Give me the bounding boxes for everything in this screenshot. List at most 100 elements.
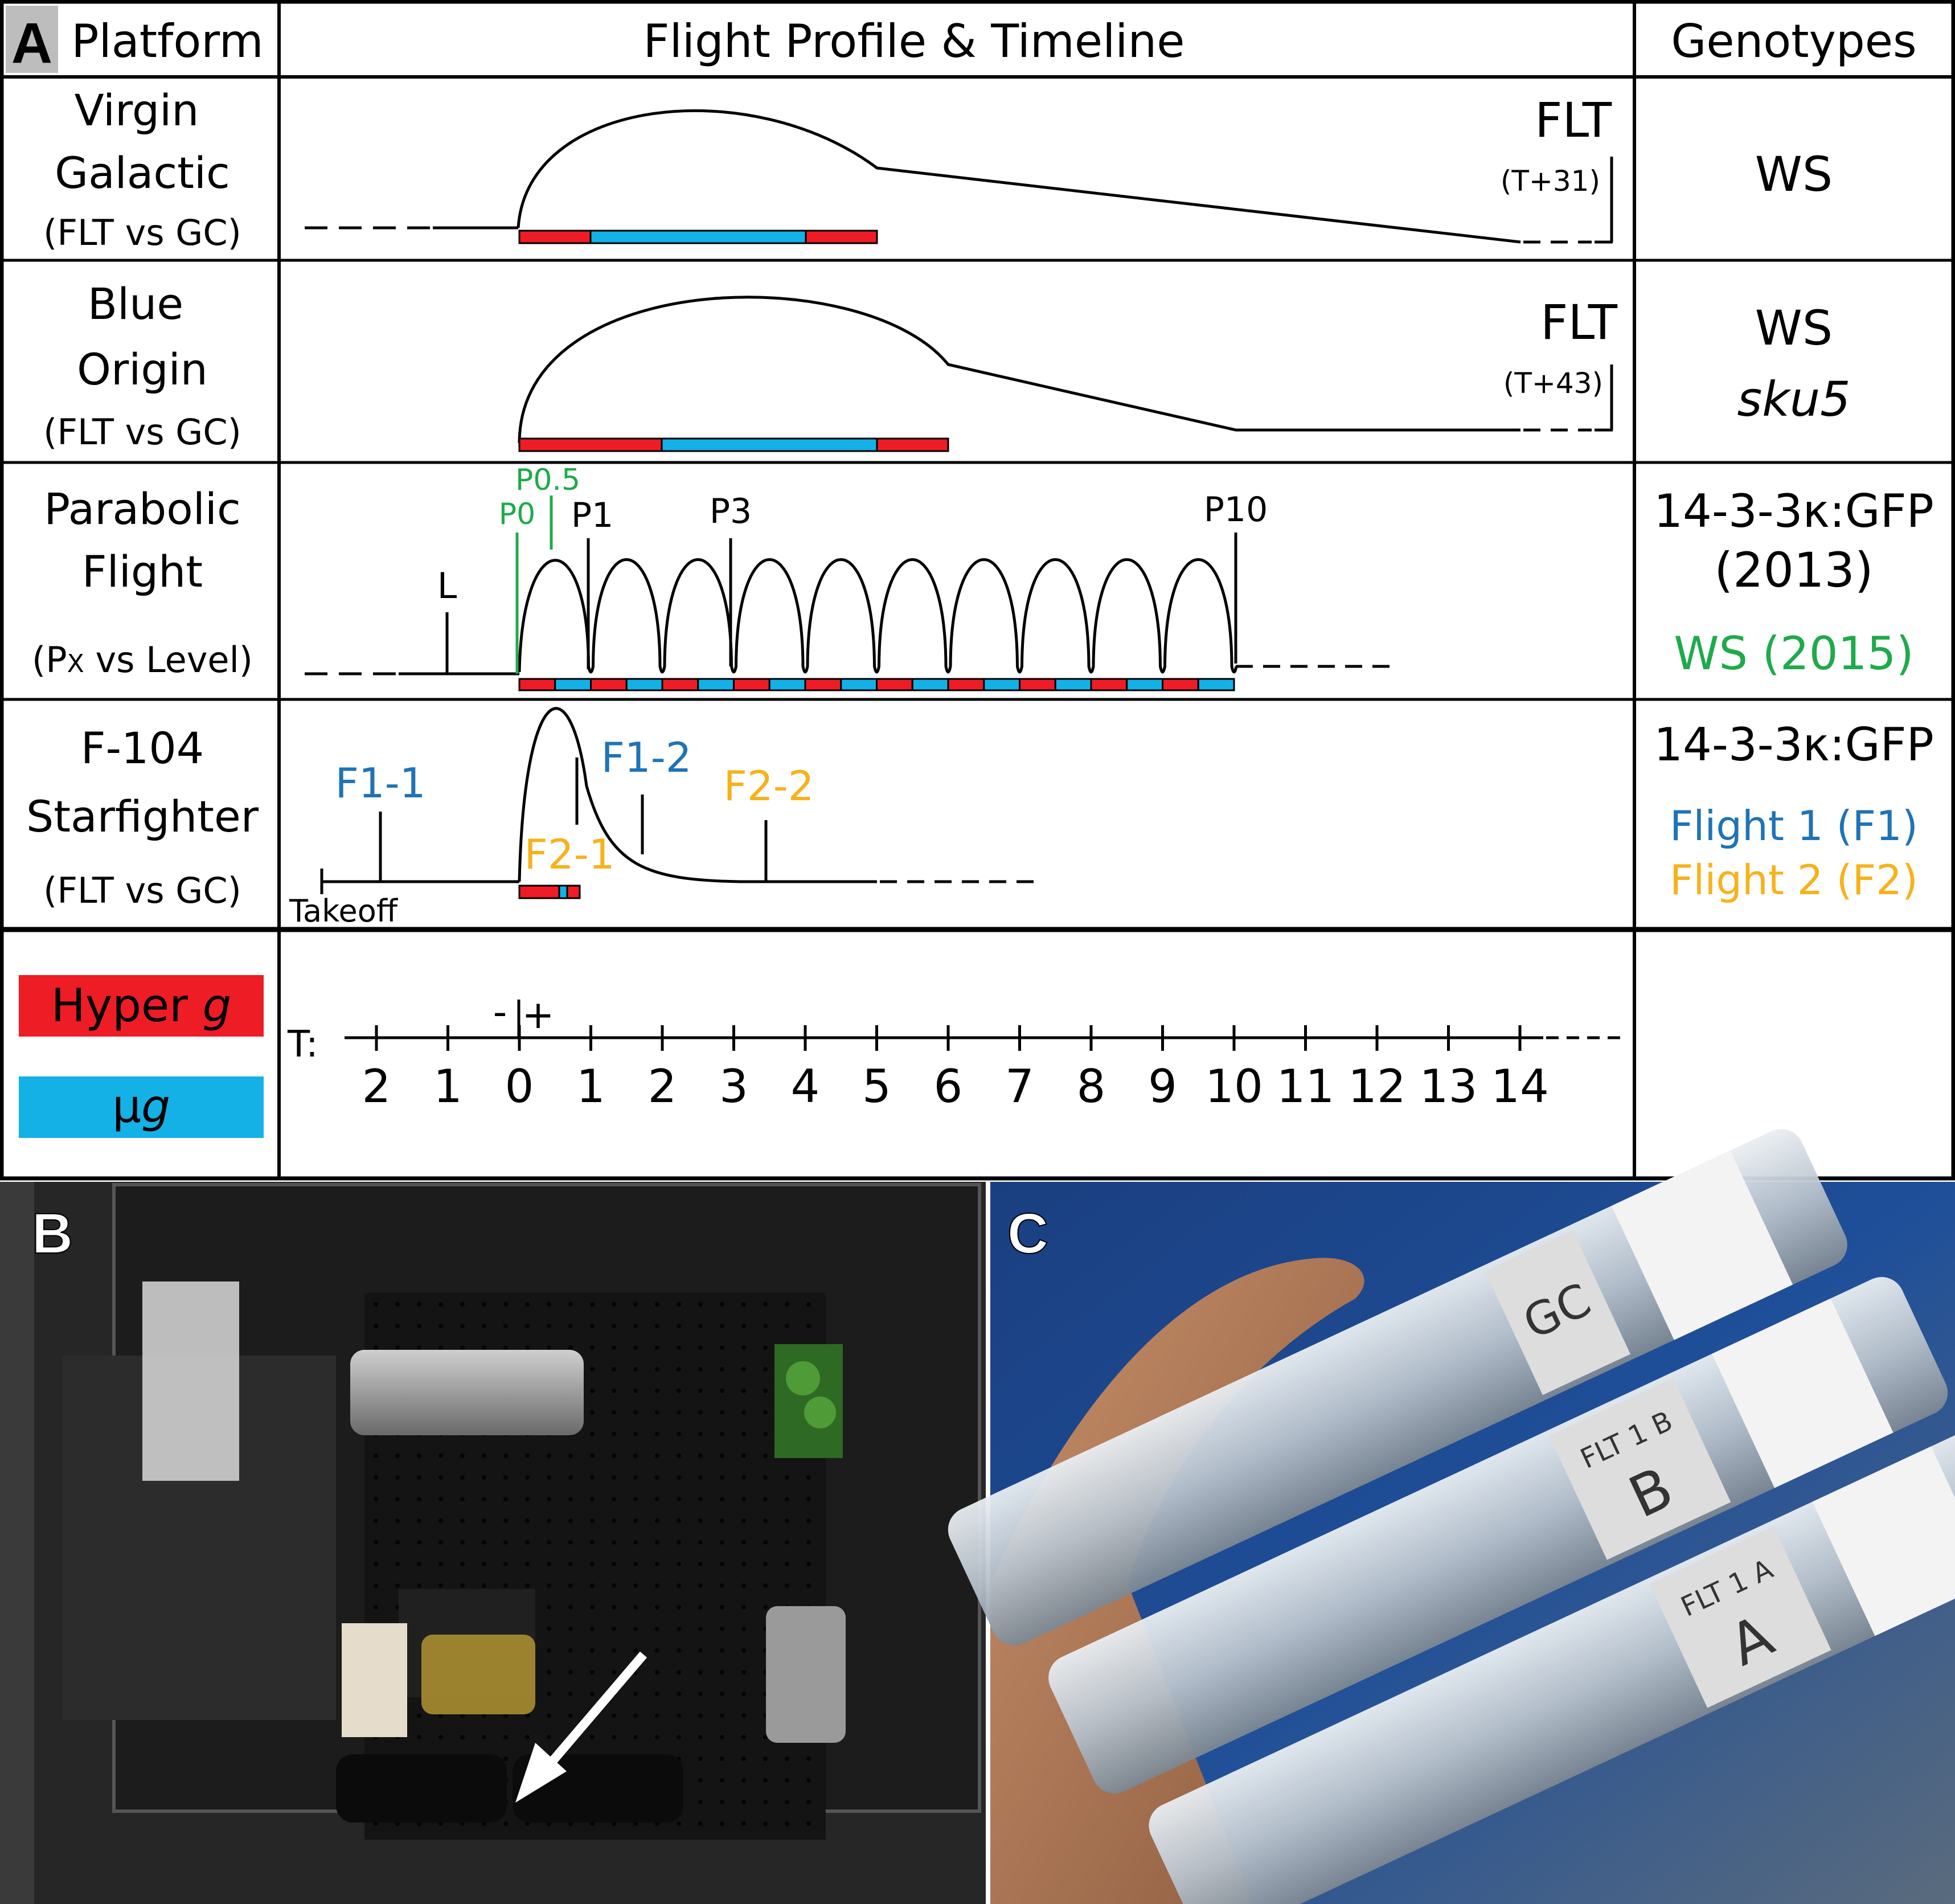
breadboard-hole (525, 1562, 530, 1566)
breadboard-hole (741, 1670, 746, 1674)
breadboard-hole (525, 1735, 530, 1739)
marker-p3-label: P3 (710, 492, 752, 531)
breadboard-hole (612, 1475, 616, 1480)
tube-1-tape-label (1485, 1230, 1631, 1395)
breadboard-hole (741, 1453, 746, 1458)
breadboard-hole (438, 1735, 443, 1739)
breadboard-hole (677, 1518, 681, 1523)
panel-b-photo: B (0, 1182, 987, 1904)
breadboard-hole (741, 1627, 746, 1631)
breadboard-hole (741, 1605, 746, 1610)
breadboard-hole (547, 1497, 551, 1501)
breadboard-hole (655, 1345, 659, 1350)
breadboard-hole (547, 1518, 551, 1523)
breadboard-hole (590, 1627, 595, 1631)
breadboard-hole (698, 1670, 703, 1674)
breadboard-hole (395, 1518, 400, 1523)
hyper-g-bar (566, 885, 581, 899)
hyper-g-bar (1090, 678, 1128, 691)
breadboard-hole (677, 1713, 681, 1718)
breadboard-hole (568, 1605, 573, 1610)
micro-g-bar (661, 437, 878, 452)
breadboard-hole (417, 1475, 421, 1480)
breadboard-hole (568, 1518, 573, 1523)
marker-f1-2-label: F1-2 (601, 734, 691, 781)
breadboard-hole (374, 1324, 378, 1328)
breadboard-hole (698, 1821, 703, 1826)
breadboard-hole (741, 1475, 746, 1480)
flt-label: FLT (1540, 294, 1618, 350)
breadboard-hole (633, 1692, 638, 1696)
breadboard-hole (438, 1497, 443, 1501)
breadboard-hole (655, 1648, 659, 1653)
breadboard-hole (374, 1475, 378, 1480)
breadboard-hole (720, 1583, 724, 1588)
breadboard-hole (612, 1497, 616, 1501)
breadboard-hole (568, 1345, 573, 1350)
breadboard-hole (395, 1302, 400, 1307)
breadboard-hole (525, 1518, 530, 1523)
breadboard-hole (547, 1583, 551, 1588)
micro-g-bar (625, 678, 663, 691)
breadboard-hole (612, 1540, 616, 1545)
breadboard-hole (374, 1302, 378, 1307)
breadboard-hole (633, 1605, 638, 1610)
breadboard-hole (633, 1735, 638, 1739)
legend-hyper-g-label: Hyper g (51, 979, 232, 1032)
breadboard-hole (590, 1389, 595, 1393)
micro-g-bar (697, 678, 735, 691)
breadboard-hole (482, 1583, 486, 1588)
breadboard-hole (677, 1583, 681, 1588)
plant (804, 1397, 836, 1428)
breadboard-hole (720, 1735, 724, 1739)
breadboard-hole (655, 1735, 659, 1739)
genotype-sku5: sku5 (1737, 371, 1850, 427)
timeline-tick-label: 9 (1148, 1060, 1177, 1113)
breadboard-hole (720, 1670, 724, 1674)
breadboard-hole (698, 1453, 703, 1458)
platform-comparison: (PX vs Level) (32, 639, 253, 681)
breadboard-hole (677, 1345, 681, 1350)
breadboard-hole (460, 1345, 465, 1350)
breadboard-hole (720, 1432, 724, 1436)
breadboard-hole (633, 1432, 638, 1436)
breadboard-hole (612, 1605, 616, 1610)
breadboard-hole (503, 1540, 508, 1545)
timeline-tick-label: 4 (791, 1060, 820, 1113)
breadboard-hole (503, 1497, 508, 1501)
breadboard-hole (677, 1497, 681, 1501)
breadboard-hole (677, 1367, 681, 1371)
hyper-g-bar (1162, 678, 1199, 691)
breadboard-hole (677, 1389, 681, 1393)
breadboard-hole (720, 1540, 724, 1545)
timeline-tick-label: 14 (1491, 1060, 1549, 1113)
genotype-year-2013: (2013) (1714, 542, 1873, 598)
breadboard-hole (547, 1605, 551, 1610)
breadboard-hole (547, 1670, 551, 1674)
breadboard-hole (547, 1475, 551, 1480)
breadboard-hole (698, 1518, 703, 1523)
breadboard-hole (547, 1302, 551, 1307)
breadboard-hole (741, 1692, 746, 1696)
platform-comparison: (FLT vs GC) (43, 212, 241, 253)
breadboard-hole (460, 1735, 465, 1739)
breadboard-hole (655, 1713, 659, 1718)
breadboard-hole (720, 1518, 724, 1523)
breadboard-hole (547, 1627, 551, 1631)
breadboard-hole (785, 1778, 789, 1783)
white-card (142, 1281, 239, 1481)
header-genotypes: Genotypes (1671, 15, 1916, 68)
breadboard-hole (806, 1583, 811, 1588)
breadboard-hole (590, 1670, 595, 1674)
breadboard-hole (741, 1345, 746, 1350)
breadboard-hole (612, 1583, 616, 1588)
breadboard-hole (395, 1497, 400, 1501)
breadboard-hole (438, 1324, 443, 1328)
breadboard-hole (438, 1518, 443, 1523)
breadboard-hole (395, 1583, 400, 1588)
breadboard-hole (590, 1518, 595, 1523)
breadboard-hole (741, 1497, 746, 1501)
breadboard-hole (438, 1475, 443, 1480)
clamp-bracket (766, 1606, 846, 1743)
arrow-indicator-shaft (540, 1651, 647, 1775)
